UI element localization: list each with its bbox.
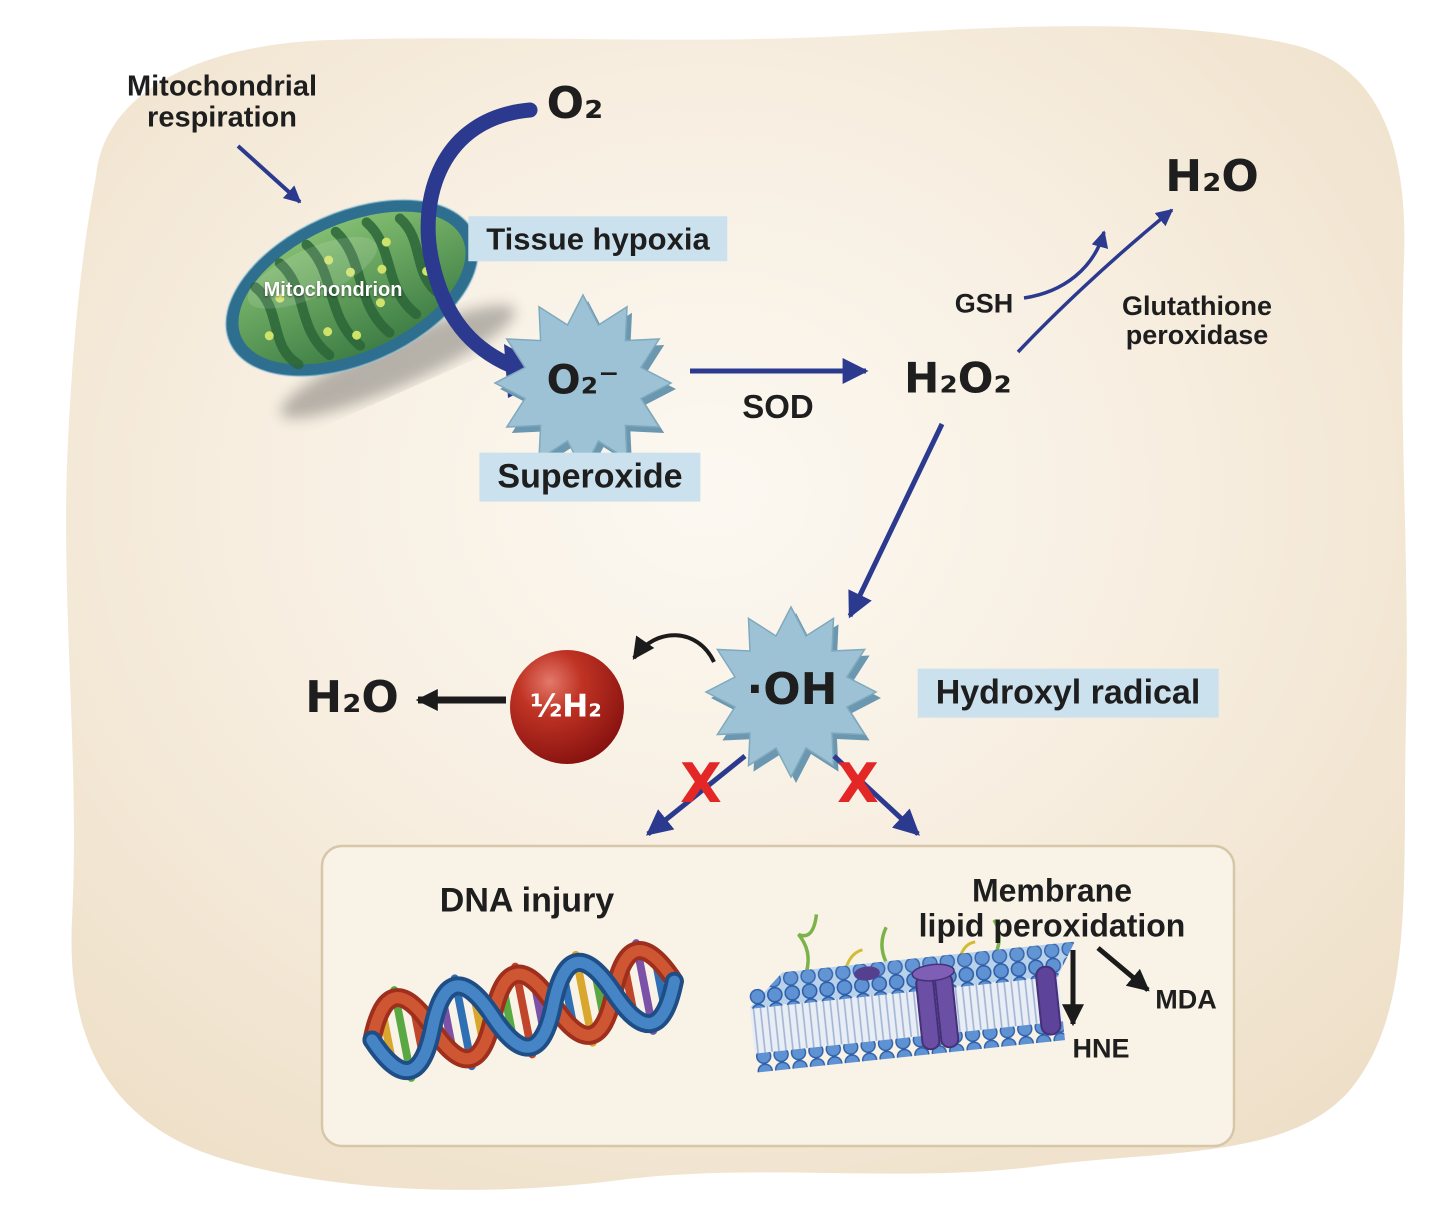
block-x-right: X bbox=[837, 751, 879, 815]
half-h2-label: ½H₂ bbox=[530, 688, 602, 725]
hydrogen-sphere bbox=[510, 650, 624, 764]
o2-label: O₂ bbox=[546, 78, 604, 130]
hydroxyl-radical-label: Hydroxyl radical bbox=[917, 668, 1219, 718]
arrow-o2-to-superoxide bbox=[420, 102, 538, 374]
dna-injury-label: DNA injury bbox=[439, 881, 615, 920]
glutathione-peroxidase-label: Glutathione peroxidase bbox=[1122, 290, 1272, 350]
mitochondrion-label: Mitochondrion bbox=[263, 279, 403, 302]
arrow-to-mda bbox=[1096, 946, 1150, 992]
h2o2-label: H₂O₂ bbox=[904, 353, 1012, 403]
arrow-label-to-mitochondrion bbox=[236, 144, 302, 204]
hne-label: HNE bbox=[1072, 1033, 1130, 1064]
membrane-lipid-peroxidation-label: Membrane lipid peroxidation bbox=[918, 872, 1186, 943]
h2o-product-top-label: H₂O bbox=[1165, 151, 1259, 203]
superoxide-symbol: O₂⁻ bbox=[546, 357, 620, 404]
h2o-product-left-label: H₂O bbox=[305, 672, 399, 724]
superoxide-label: Superoxide bbox=[479, 452, 701, 502]
arrow-h2o2-to-h2o-curve bbox=[1016, 208, 1174, 354]
hydroxyl-symbol: ·OH bbox=[746, 664, 838, 716]
arrow-oh-to-dna bbox=[645, 754, 747, 836]
gsh-label: GSH bbox=[954, 288, 1014, 319]
membrane-illustration bbox=[748, 914, 1075, 1073]
arrow-oh-to-membrane bbox=[832, 754, 920, 836]
block-x-left: X bbox=[680, 751, 722, 815]
mda-label: MDA bbox=[1155, 984, 1217, 1015]
tissue-hypoxia-label: Tissue hypoxia bbox=[468, 216, 728, 262]
hydroxyl-starburst bbox=[704, 605, 881, 783]
sod-label: SOD bbox=[742, 388, 814, 426]
arrow-gsh-curve bbox=[1023, 230, 1109, 300]
mitochondrial-respiration-label: Mitochondrial respiration bbox=[126, 70, 318, 134]
arrow-h2o2-to-hydroxyl bbox=[847, 422, 945, 619]
dna-helix-illustration bbox=[362, 939, 684, 1082]
arrow-hydrogen-hook bbox=[632, 633, 716, 663]
